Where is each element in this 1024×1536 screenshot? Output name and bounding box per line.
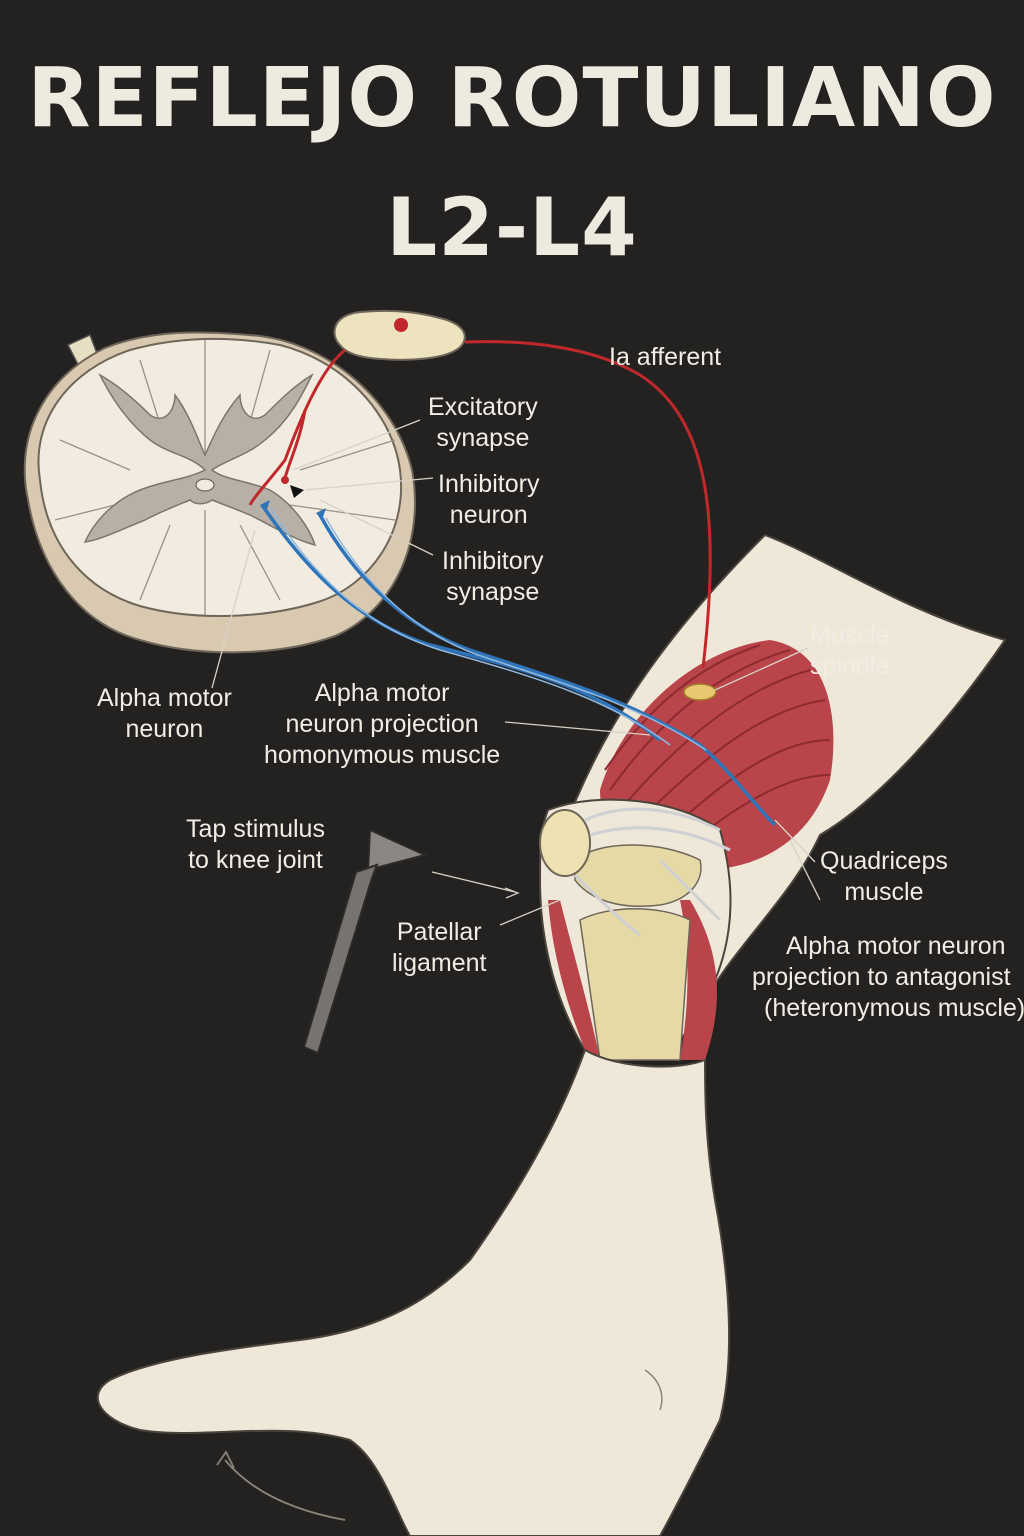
heel-line xyxy=(644,1369,663,1411)
spinal-cord-cross-section xyxy=(23,331,416,654)
efferent-arrow-2 xyxy=(316,508,326,520)
afferent-central-branch xyxy=(248,348,346,506)
knee-ligaments xyxy=(573,807,731,937)
label-tap-stimulus: Tap stimulus to knee joint xyxy=(186,815,325,874)
white-matter-tracts xyxy=(54,340,396,615)
label-alpha-motor-neuron: Alpha motor neuron xyxy=(97,684,232,743)
foot-movement-arrow xyxy=(224,1459,346,1521)
excitatory-synapse-point xyxy=(281,476,289,484)
leg xyxy=(96,533,1007,1536)
diagram-subtitle: L2-L4 xyxy=(386,181,638,274)
alpha-motor-antagonist-path-2 xyxy=(325,517,707,751)
reflex-hammer-icon xyxy=(302,828,428,1055)
alpha-motor-homonymous-path-2 xyxy=(269,507,671,746)
efferent-arrow-1 xyxy=(260,500,270,512)
label-alpha-motor-projection-homonymous: Alpha motor neuron projection homonymous… xyxy=(264,679,501,769)
leader-lines xyxy=(211,419,821,926)
alpha-motor-homonymous-path xyxy=(260,504,662,742)
lower-leg-muscle xyxy=(548,900,600,1060)
label-alpha-motor-projection-antagonist: Alpha motor neuron projection to antagon… xyxy=(752,932,1024,1022)
label-ia-afferent: Ia afferent xyxy=(609,343,722,371)
label-muscle-spindle: Muscle spindle xyxy=(810,621,890,680)
dorsal-root-ganglion xyxy=(333,309,466,361)
gray-matter xyxy=(83,373,317,547)
tibia-head xyxy=(579,908,691,1061)
ganglion-cell-body xyxy=(394,318,408,332)
central-canal xyxy=(195,478,215,492)
alpha-motor-antagonist-path xyxy=(318,514,777,827)
muscle-spindle-shape xyxy=(683,683,717,701)
patella xyxy=(539,809,591,877)
afferent-interneuron-branch xyxy=(283,409,307,479)
diagram-title: REFLEJO ROTULIANO xyxy=(27,51,997,146)
label-inhibitory-neuron: Inhibitory neuron xyxy=(438,470,540,529)
label-inhibitory-synapse: Inhibitory synapse xyxy=(442,547,544,606)
ia-afferent-pathway xyxy=(464,340,712,669)
label-patellar-ligament: Patellar ligament xyxy=(392,918,487,977)
label-excitatory-synapse: Excitatory synapse xyxy=(428,393,538,452)
inhibitory-neuron-marker xyxy=(290,485,304,498)
tap-direction-arrow xyxy=(504,887,520,899)
label-quadriceps-muscle: Quadriceps muscle xyxy=(820,847,948,906)
femur-end xyxy=(574,844,702,907)
shin xyxy=(96,1048,731,1536)
foot-arrow-head xyxy=(216,1450,235,1469)
